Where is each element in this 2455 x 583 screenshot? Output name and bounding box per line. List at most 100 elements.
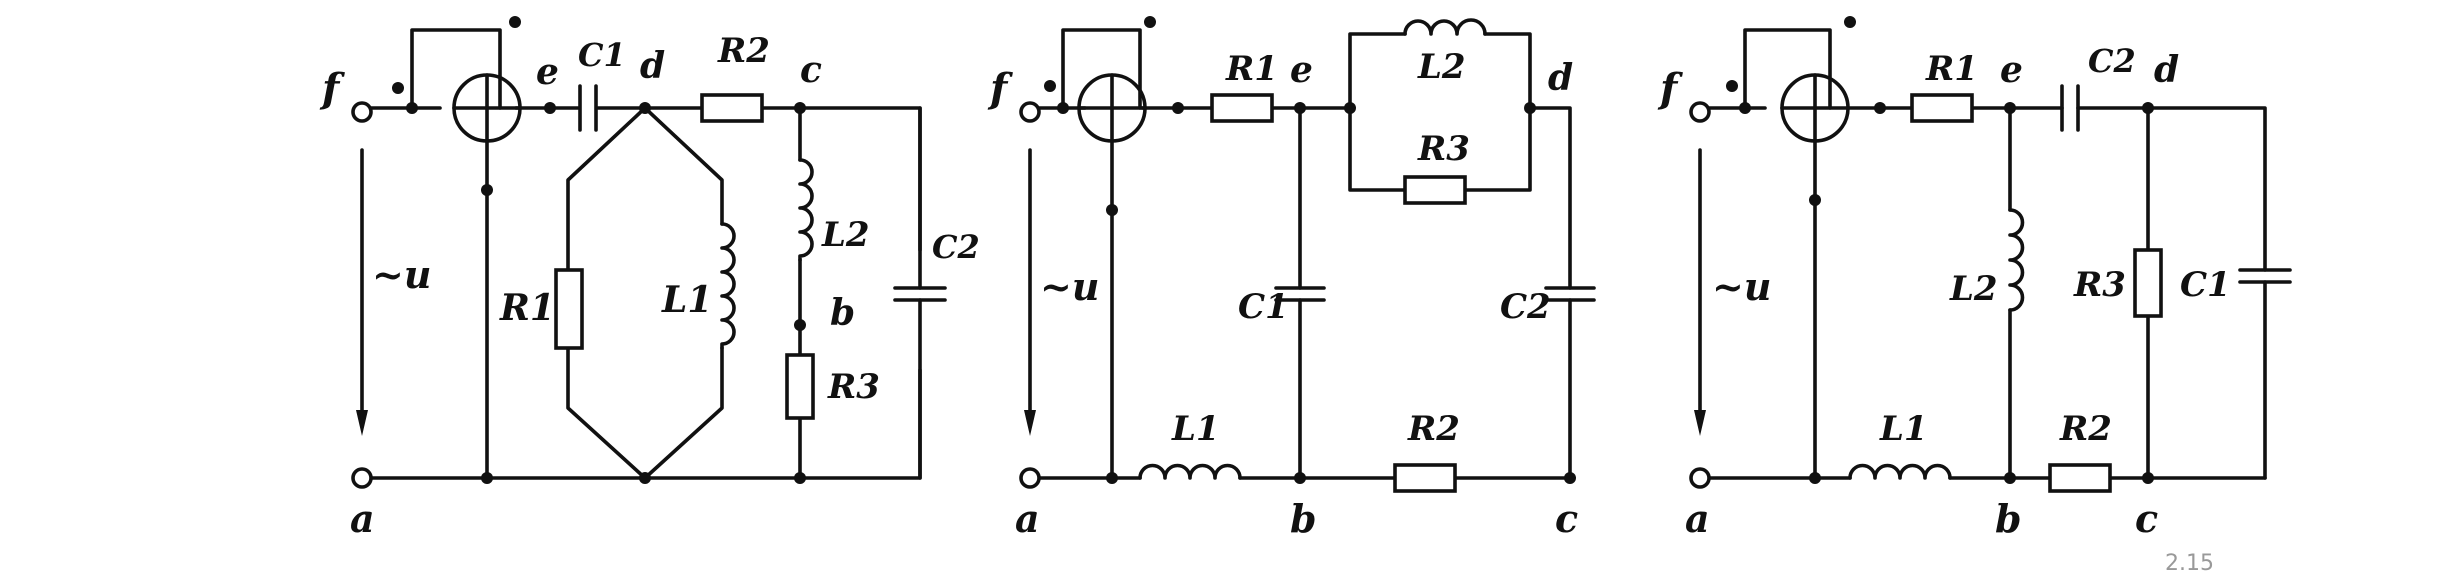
- c2-label-d: d: [1548, 57, 1573, 99]
- circuit-2: f R1 e L2 R3 d ~u C1 C2 L1 R2 a b c: [987, 16, 1596, 541]
- c2-node-d: [1524, 102, 1536, 114]
- c3-wattmeter-voltage-loop: [1743, 28, 1832, 110]
- c3-polarity-dot-voltage: [1844, 16, 1856, 28]
- c3-capacitor-c2: [2060, 84, 2080, 132]
- c1-label-e: e: [536, 51, 559, 93]
- c3-terminal-f: [1689, 101, 1711, 123]
- c1-label-c1: C1: [578, 36, 626, 74]
- c1-label-l1: L1: [661, 279, 712, 321]
- c1-terminal-a: [351, 467, 373, 489]
- c1-node-e: [544, 102, 556, 114]
- c2-label-r3: R3: [1417, 129, 1470, 169]
- c2-inductor-l1: [1138, 463, 1242, 480]
- c2-wire-d-right: [1528, 106, 1572, 290]
- c2-label-b: b: [1290, 496, 1317, 541]
- c1-hexagon-left: [566, 106, 647, 480]
- c2-label-c: c: [1555, 496, 1578, 541]
- c2-parallel-block: [1348, 32, 1532, 192]
- c1-node-bottom-2: [639, 472, 651, 484]
- c3-label-r2: R2: [2059, 409, 2112, 449]
- c1-node-c: [794, 102, 806, 114]
- c2-node-after-w: [1172, 102, 1184, 114]
- c1-capacitor-c2: [893, 286, 947, 302]
- c3-node-b: [2004, 472, 2016, 484]
- c3-label-d: d: [2154, 49, 2179, 91]
- c3-inductor-l2: [2008, 208, 2025, 312]
- c1-label-l2: L2: [821, 215, 870, 255]
- c1-inductor-l1: [720, 222, 736, 350]
- c3-label-c1: C1: [2180, 265, 2231, 305]
- c1-polarity-dot-voltage: [509, 16, 521, 28]
- c3-label-c: c: [2135, 496, 2158, 541]
- c2-label-e: e: [1290, 49, 1313, 91]
- c3-capacitor-c1: [2238, 268, 2292, 284]
- circuit-1: f e C1 d R2 c ~u R1 L1 L2 b R3 C2 a: [319, 16, 980, 541]
- c1-inductor-l2: [798, 158, 814, 262]
- c1-voltage-arrow-head: [356, 410, 368, 436]
- c1-wattmeter-voltage-loop: [410, 28, 502, 110]
- c1-wattmeter-cross: [452, 73, 522, 143]
- c3-label-r3: R3: [2073, 265, 2126, 305]
- figure-number: 2.15: [2165, 551, 2214, 576]
- c1-polarity-dot-current: [392, 82, 404, 94]
- c3-label-c2: C2: [2088, 42, 2136, 80]
- c1-label-d: d: [640, 45, 665, 87]
- c1-terminal-f: [351, 101, 373, 123]
- c1-resistor-r1: [554, 268, 584, 350]
- c1-resistor-r2: [700, 93, 764, 123]
- c1-label-c: c: [800, 49, 822, 91]
- c1-capacitor-c1: [578, 84, 598, 132]
- c2-label-l1: L1: [1171, 409, 1220, 449]
- c3-node-d: [2142, 102, 2154, 114]
- c3-label-b: b: [1995, 496, 2022, 541]
- c3-label-r1: R1: [1925, 49, 1978, 89]
- c2-node-c: [1564, 472, 1576, 484]
- c3-label-u: ~u: [1712, 264, 1771, 309]
- c1-node-bottom-1: [481, 472, 493, 484]
- c1-node-wattmeter-bottom: [481, 184, 493, 196]
- c3-node-w-bottom: [1809, 194, 1821, 206]
- c3-terminal-a: [1689, 467, 1711, 489]
- c2-capacitor-c2: [1544, 286, 1596, 302]
- c2-label-r1: R1: [1225, 49, 1278, 89]
- c1-label-b: b: [830, 292, 855, 334]
- c1-label-r3: R3: [827, 367, 880, 407]
- c2-polarity-dot-voltage: [1144, 16, 1156, 28]
- c3-label-l2: L2: [1949, 269, 1998, 309]
- c3-wire-c2-to-right: [2076, 106, 2267, 272]
- c3-node-after-w: [1874, 102, 1886, 114]
- c3-voltage-arrow-head: [1694, 410, 1706, 436]
- c2-node-b: [1294, 472, 1306, 484]
- c2-wattmeter-voltage-loop: [1061, 28, 1142, 110]
- circuit-3: f R1 e C2 d ~u L2 R3 C1 L1 R2 a b c: [1657, 16, 2292, 541]
- c3-node-a-bottom: [1809, 472, 1821, 484]
- c1-label-r2: R2: [717, 31, 770, 71]
- c2-label-f: f: [987, 65, 1013, 112]
- c2-label-c1: C1: [1238, 287, 1289, 327]
- c1-node-f: [406, 102, 418, 114]
- c2-label-l2: L2: [1417, 47, 1466, 87]
- c2-node-f: [1057, 102, 1069, 114]
- c2-node-parallel-left: [1344, 102, 1356, 114]
- c2-polarity-dot-current: [1044, 80, 1056, 92]
- c1-label-u: ~u: [372, 252, 431, 297]
- c1-node-d: [639, 102, 651, 114]
- c2-label-a: a: [1015, 496, 1040, 541]
- c3-polarity-dot-current: [1726, 80, 1738, 92]
- c3-label-l1: L1: [1879, 409, 1928, 449]
- c2-inductor-l2: [1403, 18, 1487, 36]
- c3-inductor-l1: [1848, 463, 1952, 480]
- c3-label-a: a: [1685, 496, 1710, 541]
- c1-node-bottom-3: [794, 472, 806, 484]
- c3-resistor-r1: [1910, 93, 1974, 123]
- c3-node-e: [2004, 102, 2016, 114]
- c3-resistor-r2: [2048, 463, 2112, 493]
- c2-label-r2: R2: [1407, 409, 1460, 449]
- c3-wattmeter-cross: [1780, 73, 1850, 143]
- c3-resistor-r3: [2133, 248, 2163, 318]
- c2-voltage-arrow-head: [1024, 410, 1036, 436]
- c2-label-u: ~u: [1040, 264, 1099, 309]
- c2-terminal-f: [1019, 101, 1041, 123]
- c2-terminal-a: [1019, 467, 1041, 489]
